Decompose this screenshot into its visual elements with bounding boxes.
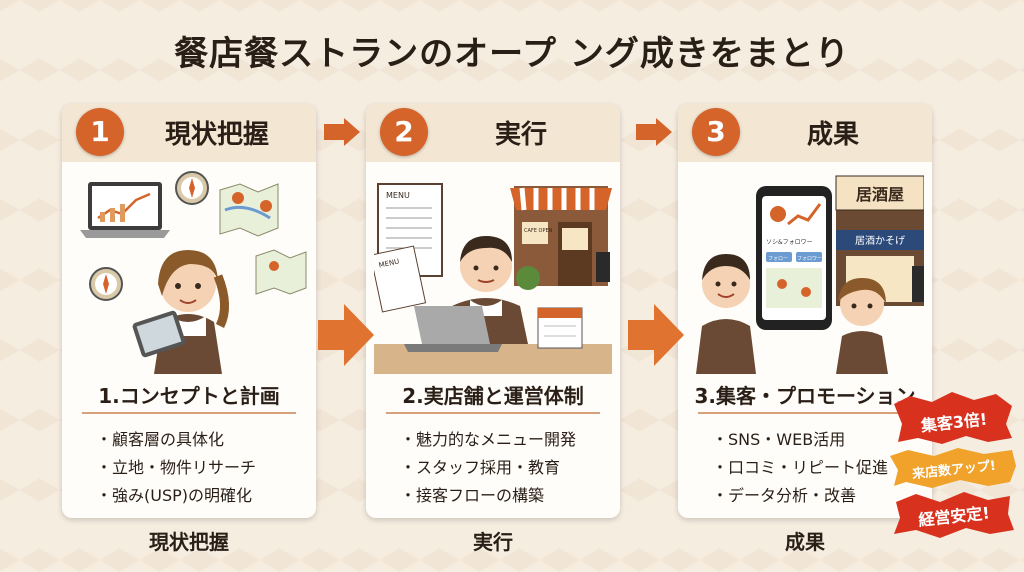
result-badges: 集客3倍! 来店数アップ! 経営安定! [890,392,1016,538]
bullet-list-2: 魅力的なメニュー開発 スタッフ採用・教育 接客フローの構築 [400,426,576,510]
badge-stability: 経営安定! [894,492,1014,538]
woman-figure [836,278,888,374]
step-subtitle-1: 1.コンセプトと計画 [98,384,280,408]
step-phase-3: 成果 [806,120,859,150]
step-header-2: 2 実行 [366,104,620,162]
bullet-list-3: SNS・WEB活用 口コミ・リピート促進 データ分析・改善 [712,426,888,510]
badge-customers: 集客3倍! [894,392,1012,444]
step-card-3: 3 成果 居酒屋 居酒かそげ ソシ&フォロワー フォロー フォロワー [678,104,932,518]
tablet-icon [132,310,186,358]
step-card-2: 2 実行 MENU MENU CAFE OPEN [366,104,620,518]
woman-figure [154,250,229,374]
bullet-item: 顧客層の具体化 [96,426,256,454]
compass-icon [175,171,209,205]
step-number-3: 3 [692,108,740,156]
smartphone-icon: ソシ&フォロワー フォロー フォロワー [756,186,832,330]
divider [386,412,600,414]
map-icon [219,183,279,237]
menu-board-label: MENU [386,191,410,200]
bullet-list-1: 顧客層の具体化 立地・物件リサーチ 強み(USP)の明確化 [96,426,256,510]
arrow-right-icon [318,304,374,366]
badge-visits: 来店数アップ! [890,448,1016,488]
execution-illustration: MENU MENU CAFE OPEN [374,183,612,374]
phone-tag-follow: フォロー [768,256,788,262]
arrow-right-icon [636,118,672,146]
page-title: 餐店餐ストランのオープ ング成きをまとり [174,34,850,74]
step-subtitle-2: 2.実店舗と運営体制 [402,384,584,408]
step-footer-2: 実行 [473,530,513,554]
calendar-icon [537,307,583,349]
bullet-item: 強み(USP)の明確化 [96,482,256,510]
step-card-1: 1 現状把握 [62,104,316,518]
map-icon-2 [255,249,307,295]
cafe-storefront-icon: CAFE OPEN [510,186,612,290]
divider [698,412,912,414]
bullet-item: 立地・物件リサーチ [96,454,256,482]
izakaya-sign: 居酒屋 [856,185,904,204]
bullet-item: スタッフ採用・教育 [400,454,576,482]
step-header-3: 3 成果 [678,104,932,162]
step-subtitle-3: 3.集客・プロモーション [694,384,916,408]
man-figure [696,254,756,374]
arrow-right-icon [628,304,684,366]
step-phase-2: 実行 [494,120,547,150]
bullet-item: データ分析・改善 [712,482,888,510]
bullet-item: 口コミ・リピート促進 [712,454,888,482]
cafe-sign: CAFE OPEN [524,228,553,234]
phone-tag-follower: フォロワー [797,256,822,262]
step-number-2: 2 [380,108,428,156]
compass-icon-2 [89,267,123,301]
izakaya-banner: 居酒かそげ [855,235,905,247]
phone-text: ソシ&フォロワー [766,239,813,246]
bullet-item: 魅力的なメニュー開発 [400,426,576,454]
planning-illustration [80,171,307,374]
step-phase-1: 現状把握 [164,120,269,150]
bullet-item: 接客フローの構築 [400,482,576,510]
step-footer-1: 現状把握 [149,530,229,554]
laptop-chart-icon [80,182,170,238]
menu-paper-icon: MENU [374,245,427,313]
results-illustration: 居酒屋 居酒かそげ ソシ&フォロワー フォロー フォロワー [696,175,924,374]
step-header-1: 1 現状把握 [62,104,316,162]
divider [82,412,296,414]
step-number-1: 1 [76,108,124,156]
arrow-right-icon [324,118,360,146]
bullet-item: SNS・WEB活用 [712,426,888,454]
step-footer-3: 成果 [785,530,825,554]
laptop-icon [404,306,502,352]
